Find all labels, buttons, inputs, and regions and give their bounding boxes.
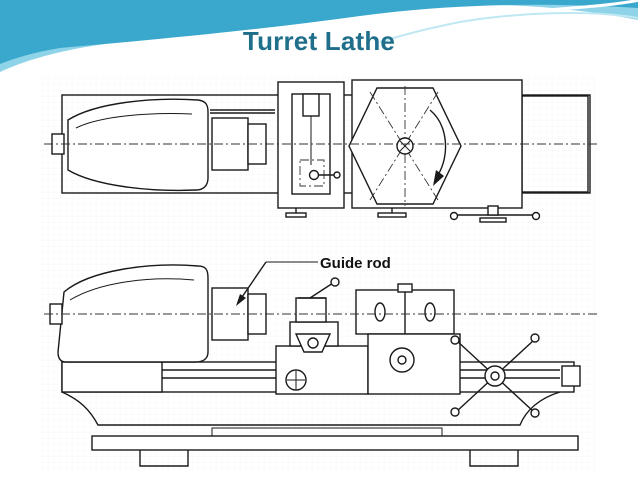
header-wave <box>0 0 638 72</box>
front-view-tool-post <box>295 297 327 323</box>
front-view: Guide rod <box>44 255 600 467</box>
slide-title: Turret Lathe <box>242 26 396 56</box>
top-view-headstock <box>67 98 209 192</box>
front-view-capstan-wheel <box>450 333 540 418</box>
front-view-oil-tray <box>91 435 579 451</box>
guide-rod-label: Guide rod <box>320 255 391 272</box>
top-view <box>44 79 600 223</box>
top-view-rotation-arrow <box>429 109 447 176</box>
front-view-foot-right <box>469 450 519 467</box>
front-view-bed-legs <box>61 391 561 426</box>
front-view-turret-hole-right <box>424 302 436 322</box>
top-view-headstock-edge <box>75 113 193 129</box>
front-view-turret-hole-left <box>374 302 386 322</box>
top-view-tool-post-block <box>302 93 320 117</box>
front-view-tool-lever <box>309 282 334 299</box>
top-view-tool-holder <box>299 159 325 187</box>
top-view-turret-foot <box>377 212 407 218</box>
top-view-lever-knob <box>308 169 320 181</box>
top-view-carriage-foot <box>285 212 307 218</box>
front-view-foot-left <box>139 450 189 467</box>
front-view-bed-end <box>561 365 581 387</box>
